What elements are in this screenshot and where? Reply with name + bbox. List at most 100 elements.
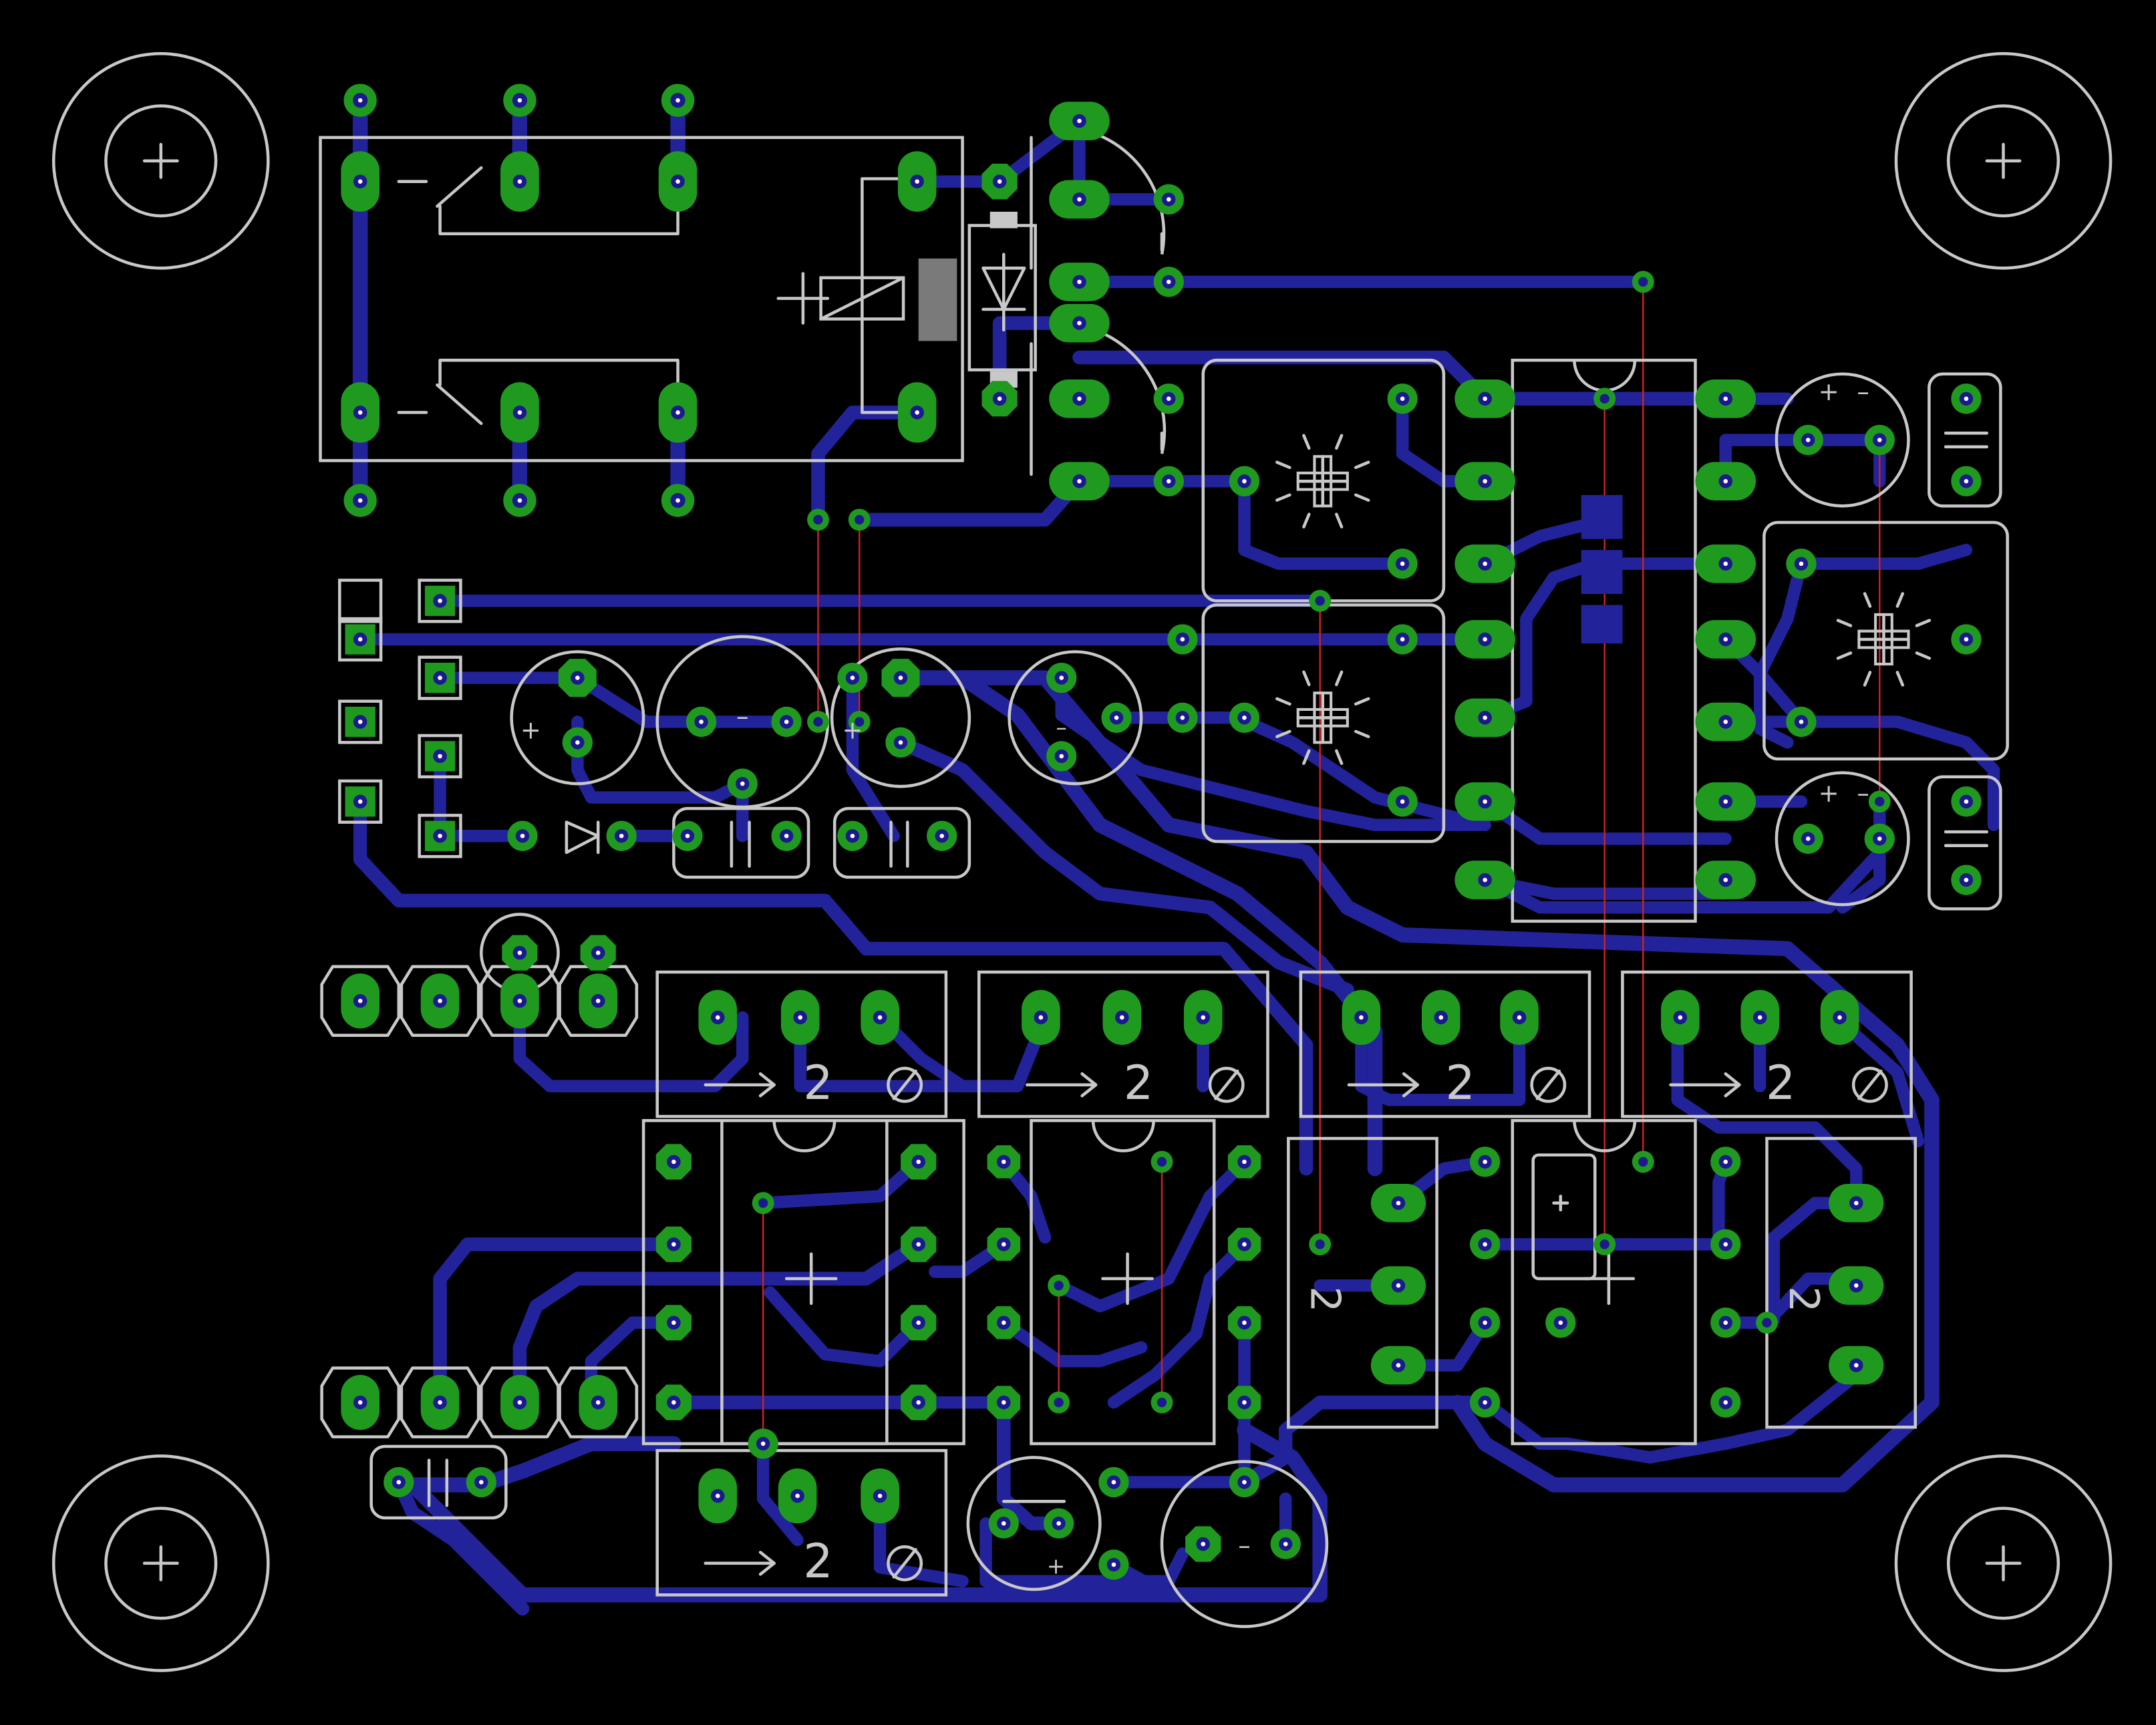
drill-center [1723,1320,1728,1325]
drill-center [1964,877,1969,883]
via-drill [1157,1397,1167,1408]
silk-circle [1008,650,1143,786]
drill-center [1799,561,1804,567]
drill-center [1400,799,1405,804]
drill-center [1723,799,1728,804]
drill-center [798,1015,803,1020]
drill-center [1837,1015,1842,1020]
drill-center [396,1480,402,1484]
copper-trace [1238,475,1409,571]
silk-line [1275,697,1291,706]
drill-center [1059,675,1064,680]
drill-center [1723,1400,1728,1405]
silk-outline [1287,1136,1438,1429]
drill-center [1002,1159,1006,1164]
silk-circle [887,1066,923,1103]
smd-part [1581,494,1623,539]
drill-center [1400,396,1405,402]
drill-center [1517,1015,1522,1020]
trimmer-cross [1296,471,1349,491]
drill-center [715,1015,720,1020]
drill-center [438,1400,442,1405]
drill-center [1483,877,1487,883]
silk-line [438,358,679,387]
silk-circle [1160,1460,1329,1628]
silk-line [1080,1072,1098,1098]
drill-center [850,675,855,680]
silk-line [1335,749,1344,765]
silk-line [1724,1072,1741,1098]
drill-center [1059,754,1064,759]
silk-circle [887,1545,923,1581]
drill-center [997,179,1002,184]
silk-line [1836,619,1853,627]
silk-text: – [1857,779,1869,808]
drill-center [1056,1521,1061,1526]
silk-circle [1851,1066,1888,1103]
via-drill [1054,1281,1064,1291]
drill-center [1002,1521,1006,1526]
drill-center [916,1159,921,1164]
copper-trace [512,1237,925,1410]
silk-outline [1299,970,1591,1118]
drill-center [1242,715,1247,720]
silk-circle [51,51,270,270]
drill-center [1201,1015,1206,1020]
silk-line [1895,671,1905,687]
silk-line [1214,1069,1239,1100]
copper-trace [1829,1011,1925,1148]
drill-center [939,833,945,838]
drill-center [877,1493,883,1499]
drill-center [1359,1015,1364,1020]
drill-center [517,1400,522,1405]
drill-center [357,179,363,184]
via-drill [1315,1239,1325,1249]
silk-line [1895,592,1905,608]
drill-center [1396,1363,1401,1368]
drill-center [520,833,525,838]
silk-outline [338,699,383,744]
silk-line [1275,730,1291,738]
copper-trace [794,1011,1052,1093]
drill-center [357,720,363,724]
copper-trace [1795,543,1973,571]
drill-center [685,833,690,838]
silk-line [438,204,679,236]
via-drill [813,717,823,727]
drill-center [517,98,522,103]
ic-notch [1573,360,1637,392]
drill-center [1723,637,1728,642]
drill-center [1723,1242,1728,1247]
ic-notch [772,1120,836,1152]
silk-line [892,1069,917,1100]
drill-center [1483,1400,1487,1405]
drill-center [1723,479,1728,484]
via-drill [1875,796,1885,807]
silk-circle [1530,1066,1567,1103]
diode-lead [989,211,1018,228]
drill-center [1438,1015,1444,1020]
silk-outline [418,734,462,779]
silk-outline [418,579,462,623]
drill-center [1483,715,1487,720]
drill-center [1167,396,1171,402]
silk-line [1535,1069,1561,1100]
silk-circle [51,1454,270,1672]
drill-center [517,950,522,955]
drill-center [357,799,363,804]
copper-trace [1479,557,1732,724]
copper-trace [979,1517,1189,1587]
drill-center [1483,799,1487,804]
silkscreen-layer [51,51,2113,1672]
silk-outline [977,970,1269,1118]
silk-circle [510,650,645,786]
drill-center [479,1480,484,1484]
silk-line [1354,460,1370,470]
silk-line [1275,493,1291,502]
silk-text: 2 [1780,1286,1828,1312]
drill-center [898,740,903,745]
ic-notch [1091,1120,1155,1152]
drill-center [595,950,601,955]
smd-part [1581,550,1623,595]
